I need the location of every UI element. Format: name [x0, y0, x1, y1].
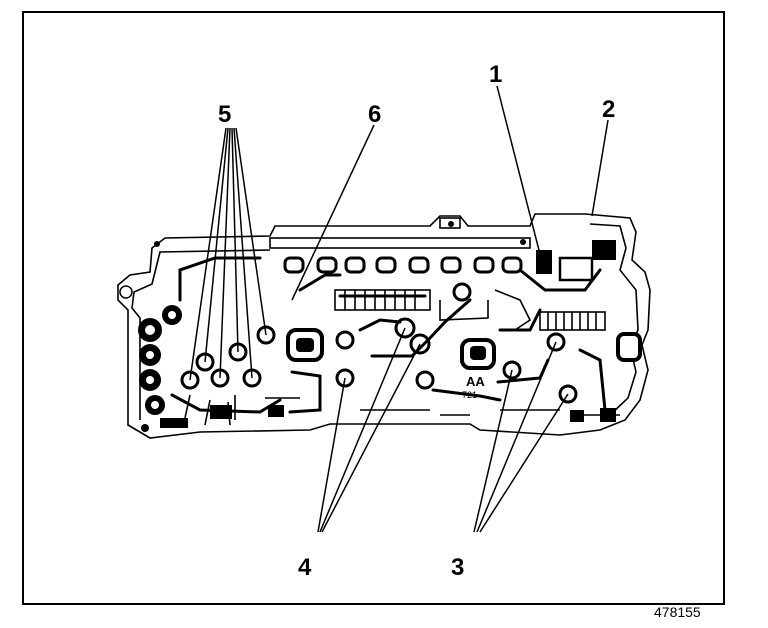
figure-border [22, 11, 725, 605]
callout-2: 2 [602, 96, 615, 123]
circuit-board: AA 721 [117, 213, 651, 439]
component-label-num: 721 [462, 390, 477, 400]
leader-lines [189, 85, 609, 533]
callout-3: 3 [451, 554, 464, 581]
callout-5: 5 [218, 101, 231, 128]
callout-4: 4 [298, 554, 312, 581]
callout-1: 1 [489, 61, 502, 88]
figure-id: 478155 [654, 604, 701, 620]
component-label-aa: AA [466, 374, 485, 389]
callout-6: 6 [368, 101, 381, 128]
